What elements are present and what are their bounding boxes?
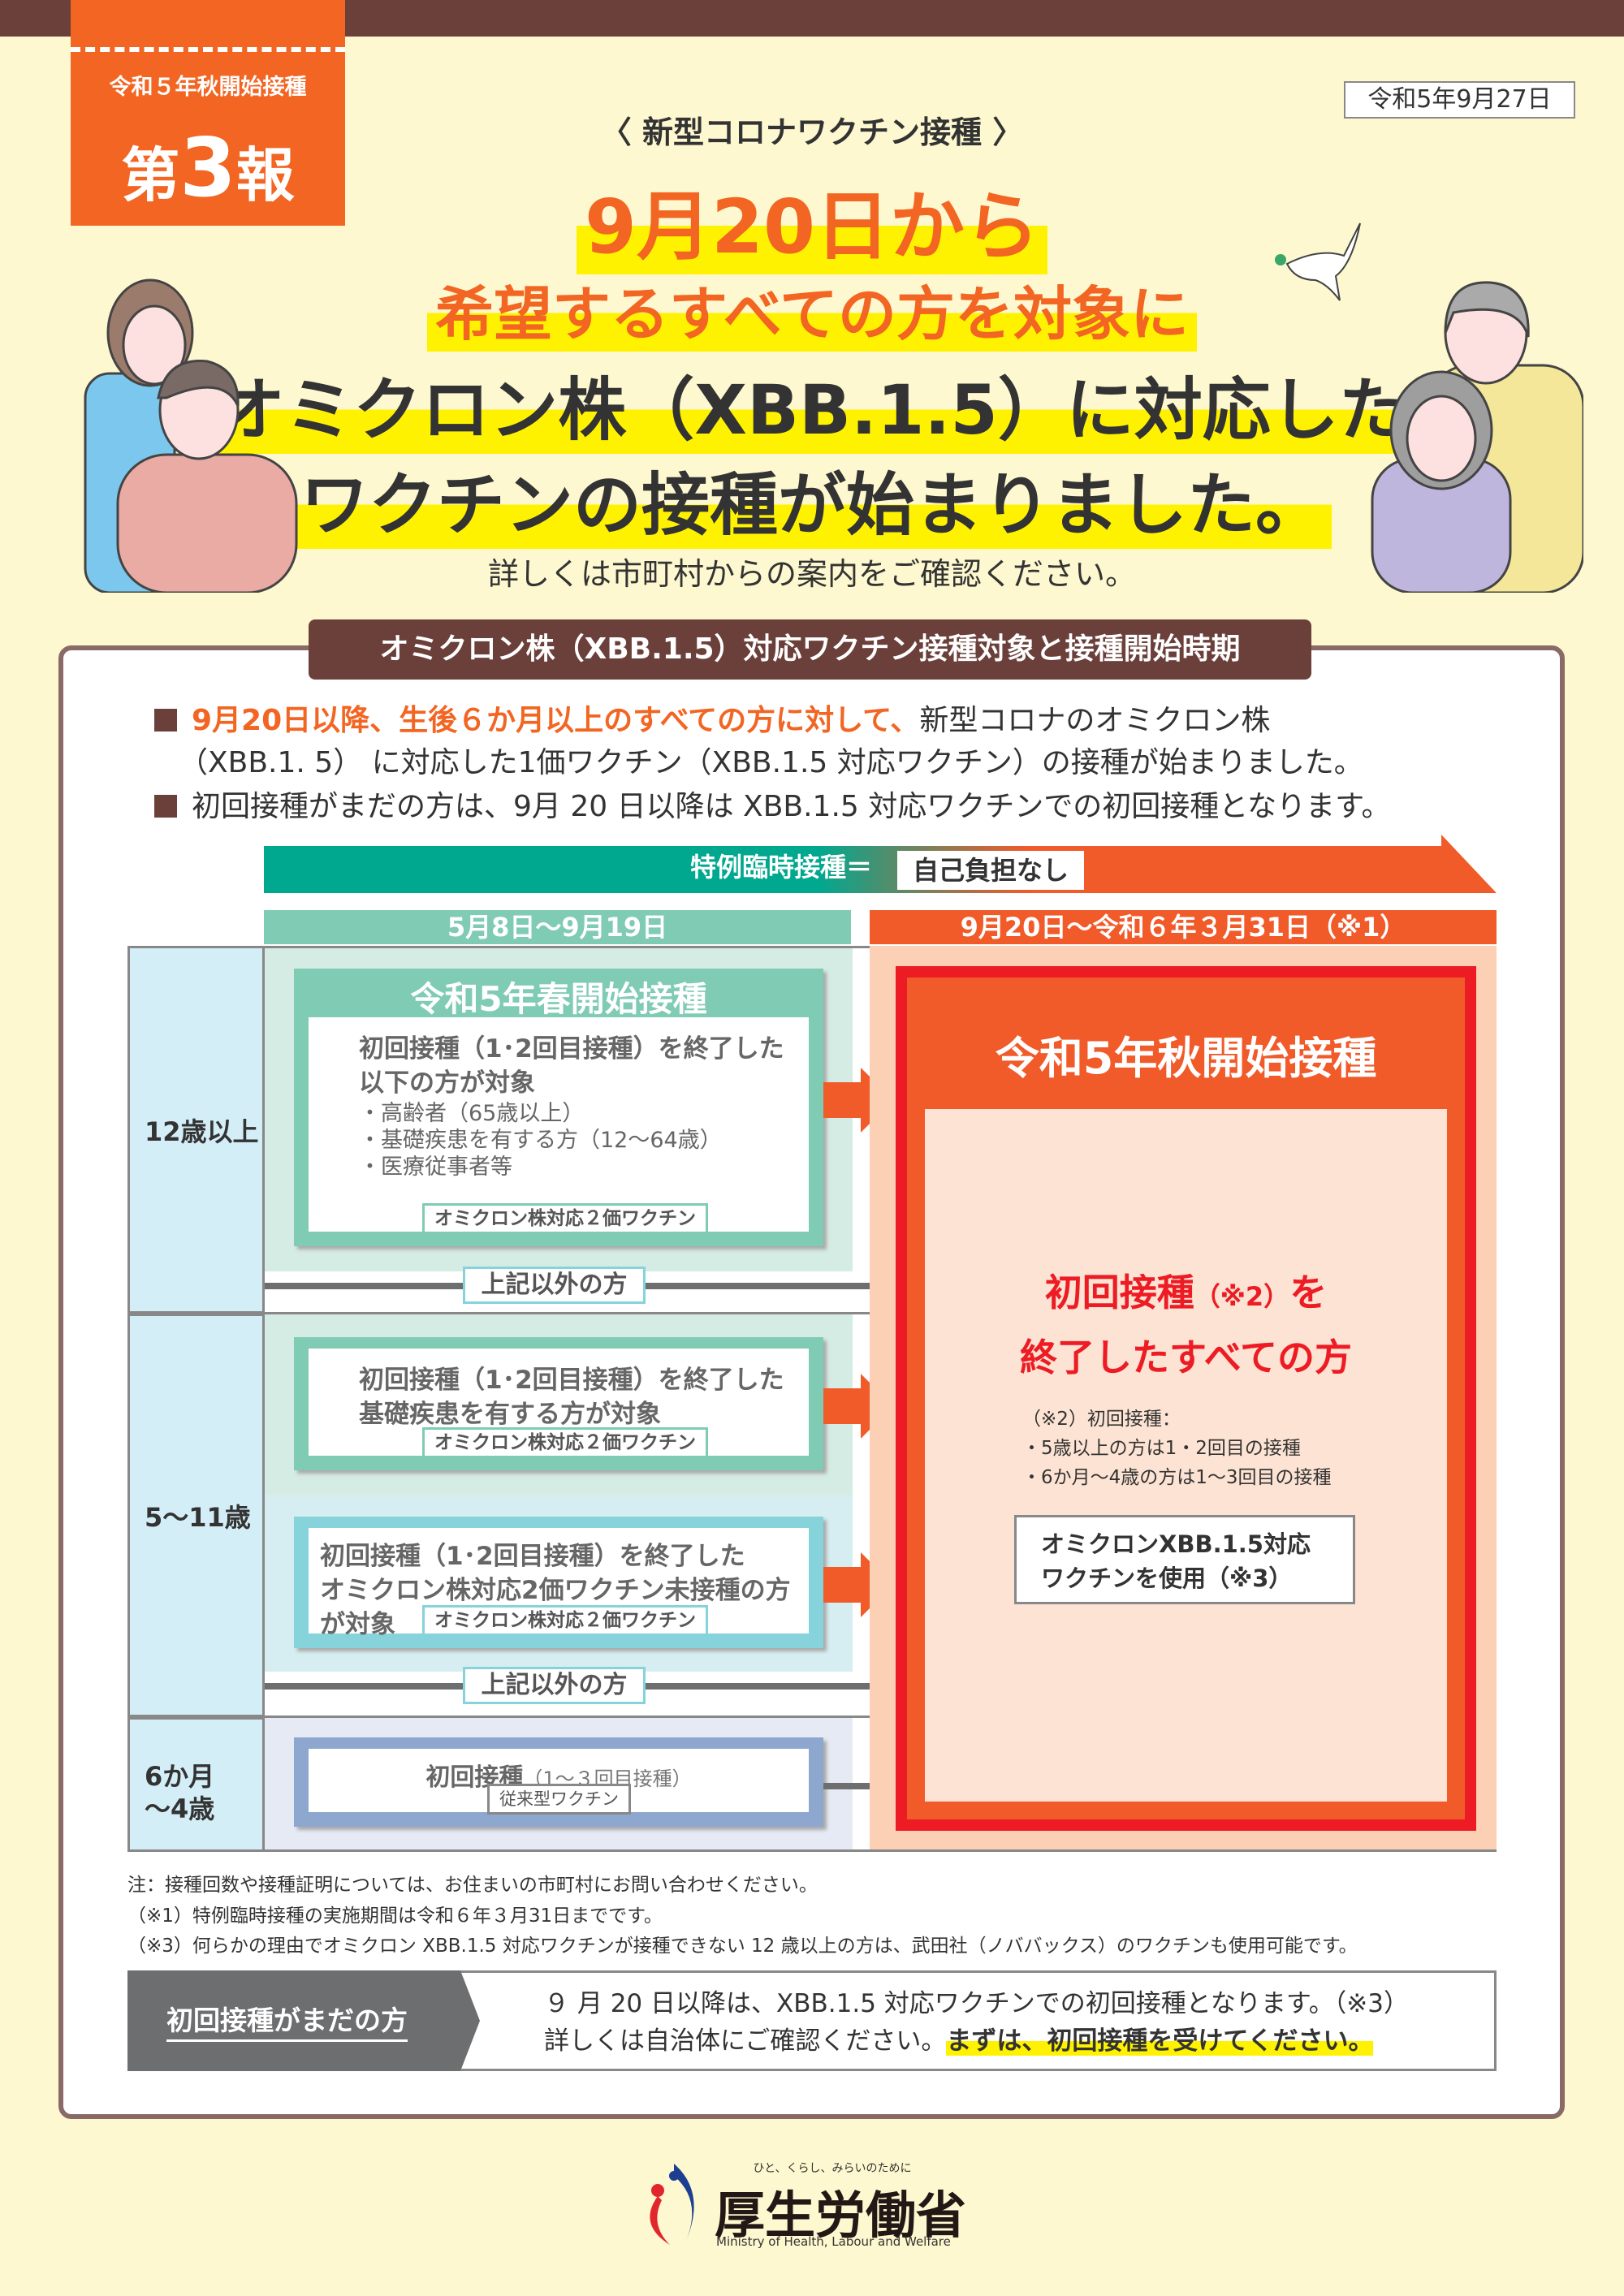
table-frame [265, 946, 870, 1852]
kids-box-2: 初回接種（1･2回目接種）を終了したオミクロン株対応2価ワクチン未接種の方が対象… [294, 1517, 823, 1648]
vaccine-tag: オミクロン株対応２価ワクチン [422, 1605, 708, 1636]
badge-label: 令和５年秋開始接種 [109, 75, 307, 100]
autumn-title: 令和5年秋開始接種 [995, 1033, 1377, 1084]
headline-4: ワクチンの接種が始まりました。 [0, 451, 1624, 549]
autumn-box: 令和5年秋開始接種 初回接種（※2）を 終了したすべての方 （※2）初回接種： … [896, 966, 1476, 1831]
spring-box: 令和5年春開始接種 初回接種（1･2回目接種）を終了した 以下の方が対象 ・高齢… [294, 969, 823, 1246]
definition: ・6か月〜4歳の方は1〜3回目の接種 [1022, 1467, 1332, 1488]
age-6m-4: 6か月 〜4歳 [127, 1717, 265, 1852]
arrow-right-icon [823, 1082, 861, 1118]
vaccine-box: オミクロンXBB.1.5対応ワクチンを使用（※3） [1014, 1515, 1355, 1604]
spring-item: ・基礎疾患を有する方（12〜64歳） [359, 1128, 722, 1153]
spring-item: ・高齢者（65歳以上） [359, 1101, 585, 1126]
footnote: 注：接種回数や接種証明については、お住まいの市町村にお問い合わせください。 [127, 1875, 818, 1896]
family-illustration-icon [84, 278, 298, 593]
definition: ・5歳以上の方は1・2回目の接種 [1022, 1438, 1301, 1459]
issue-badge: 令和５年秋開始接種 第3報 [71, 0, 345, 226]
logo-english: Ministry of Health, Labour and Welfare [716, 2234, 951, 2249]
dove-icon [1275, 222, 1361, 301]
column-header-before: 5月8日〜9月19日 [264, 910, 851, 944]
footnote: （※1）特例臨時接種の実施期間は令和６年３月31日までです。 [127, 1905, 663, 1927]
bullet-1: 9月20日以降、生後６か月以上のすべての方に対して、新型コロナのオミクロン株 [154, 700, 1270, 742]
spring-lead: 初回接種（1･2回目接種）を終了した [359, 1034, 784, 1064]
logo-tagline: ひと、くらし、みらいのために [753, 2162, 912, 2175]
mhlw-logo-icon [650, 2164, 694, 2245]
other-label: 上記以外の方 [463, 1667, 646, 1704]
kids-box-1: 初回接種（1･2回目接種）を終了した基礎疾患を有する方が対象 オミクロン株対応２… [294, 1337, 823, 1470]
age-12-plus: 12歳以上 [127, 946, 265, 1314]
headline-1: 9月20日から [0, 166, 1624, 274]
bar-label: 特例臨時接種＝ [690, 852, 873, 883]
column-header-after: 9月20日〜令和６年３月31日（※1） [870, 910, 1497, 944]
footnote: （※3）何らかの理由でオミクロン XBB.1.5 対応ワクチンが接種できない 1… [127, 1936, 1358, 1957]
definition: （※2）初回接種： [1022, 1409, 1181, 1430]
vaccine-tag: オミクロン株対応２価ワクチン [422, 1203, 708, 1234]
headline-3: オミクロン株（XBB.1.5）に対応した [0, 356, 1624, 454]
spring-lead: 以下の方が対象 [359, 1068, 535, 1098]
spring-item: ・医療従事者等 [359, 1154, 512, 1180]
infant-box: 初回接種（1〜３回目接種） 従来型ワクチン [294, 1737, 823, 1827]
headline-2: 希望するすべての方を対象に [0, 266, 1624, 352]
age-5-11: 5〜11歳 [127, 1314, 265, 1717]
logo-name: 厚生労働省 [715, 2186, 967, 2245]
header-note: 詳しくは市町村からの案内をご確認ください。 [487, 556, 1136, 592]
spring-title: 令和5年春開始接種 [410, 979, 707, 1019]
no-cost-label: 自己負担なし [897, 851, 1084, 890]
callout-pennant [127, 1970, 480, 2071]
arrow-right-icon [823, 1567, 861, 1603]
subtitle: 〈 新型コロナワクチン接種 〉 [600, 114, 1024, 150]
timeline-arrow-bar [264, 835, 1497, 893]
callout-text: ９ 月 20 日以降は、XBB.1.5 対応ワクチンでの初回接種となります。（※… [544, 1989, 1409, 2056]
panel-title: オミクロン株（XBB.1.5）対応ワクチン接種対象と接種開始時期 [309, 619, 1311, 680]
bullet-1-cont: （XBB.1. 5） に対応した1価ワクチン（XBB.1.5 対応ワクチン）の接… [179, 746, 1363, 779]
autumn-target: 終了したすべての方 [1020, 1336, 1352, 1379]
badge-issue: 第3報 [121, 120, 295, 215]
arrow-right-icon [823, 1388, 861, 1424]
bullet-2: 初回接種がまだの方は、9月 20 日以降は XBB.1.5 対応ワクチンでの初回… [154, 786, 1391, 828]
autumn-target: 初回接種（※2）を [1044, 1271, 1328, 1314]
other-label: 上記以外の方 [463, 1267, 646, 1304]
callout-label: 初回接種がまだの方 [166, 1999, 408, 2042]
vaccine-tag: 従来型ワクチン [487, 1784, 631, 1815]
issue-date: 令和5年9月27日 [1344, 81, 1575, 119]
vaccine-tag: オミクロン株対応２価ワクチン [422, 1427, 708, 1458]
elderly-illustration-icon [1371, 281, 1583, 593]
